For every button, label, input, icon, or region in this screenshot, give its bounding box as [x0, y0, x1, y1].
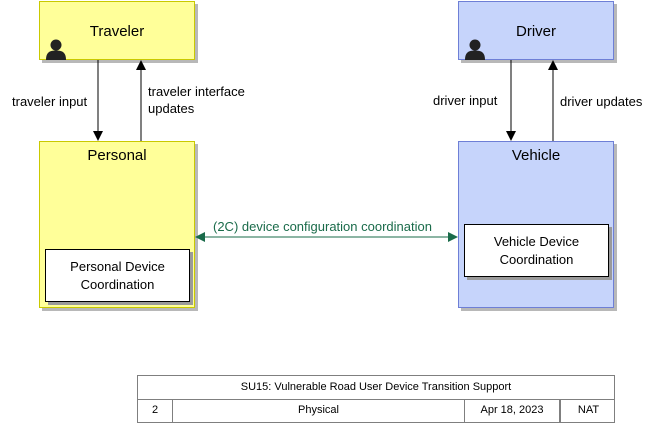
footer-title: SU15: Vulnerable Road User Device Transi… [138, 376, 614, 400]
personal-label: Personal [87, 147, 147, 164]
vehicle-device-coordination-label: Vehicle Device Coordination [493, 233, 580, 267]
footer-owner: NAT [560, 399, 616, 422]
vehicle-label: Vehicle [511, 147, 561, 164]
person-icon [46, 39, 66, 60]
traveler-terminator[interactable]: Traveler [39, 1, 195, 60]
footer-date: Apr 18, 2023 [464, 399, 560, 422]
driver-terminator[interactable]: Driver [458, 1, 614, 60]
traveler-label: Traveler [89, 23, 145, 40]
driver-updates-label: driver updates [560, 94, 643, 109]
footer-view: Physical [298, 404, 339, 416]
vehicle-device-coordination-element[interactable]: Vehicle Device Coordination [464, 224, 609, 277]
traveler-input-label: traveler input [12, 94, 88, 109]
personal-device-coordination-element[interactable]: Personal Device Coordination [45, 249, 190, 302]
diagram-footer: SU15: Vulnerable Road User Device Transi… [137, 375, 615, 423]
vehicle-object[interactable]: Vehicle Vehicle Device Coordination [458, 141, 614, 308]
personal-device-coordination-label: Personal Device Coordination [70, 258, 165, 292]
device-configuration-coordination-label: (2C) device configuration coordination [213, 219, 432, 234]
footer-number: 2 [138, 399, 173, 422]
person-icon [465, 39, 485, 60]
personal-object[interactable]: Personal Personal Device Coordination [39, 141, 195, 308]
driver-label: Driver [516, 23, 556, 40]
traveler-interface-updates-label: traveler interface updates [148, 84, 245, 116]
driver-input-label: driver input [433, 93, 498, 108]
